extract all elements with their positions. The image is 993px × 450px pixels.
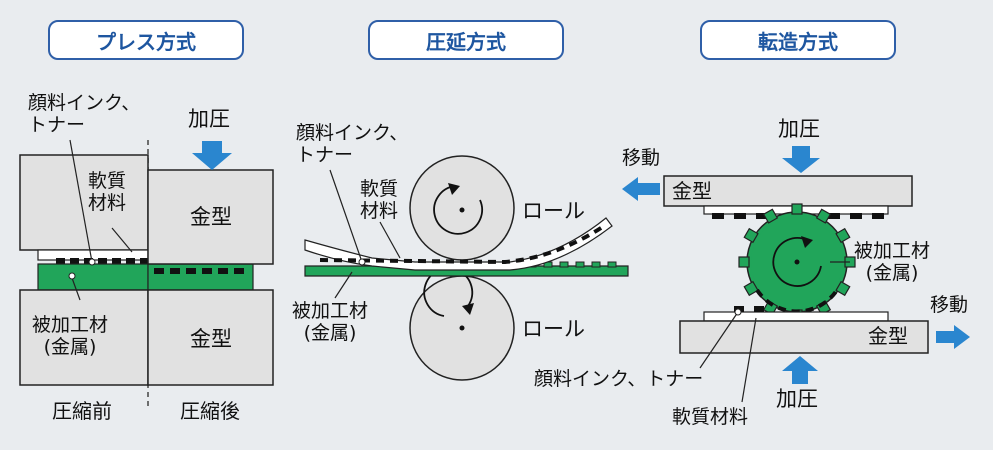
transfer-work-label-line1: 被加工材 xyxy=(854,240,931,262)
rolling-ink-label-line1: 顔料インク、 xyxy=(296,122,409,144)
press-left-ink xyxy=(56,258,148,264)
press-work-label: 被加工材 (金属) xyxy=(32,314,108,358)
transfer-right-move-label: 移動 xyxy=(930,294,969,316)
press-work-label-line1: 被加工材 xyxy=(32,314,109,336)
press-diagram xyxy=(19,139,274,410)
transfer-ink-label: 顔料インク、トナー xyxy=(534,368,704,390)
rolling-work-leader xyxy=(334,271,353,299)
press-work-label-line2: (金属) xyxy=(43,336,97,358)
rolling-soft-leader xyxy=(379,221,401,259)
title-rolling: 圧延方式 xyxy=(368,20,564,60)
press-left-workpiece xyxy=(37,263,149,291)
rolling-work-label: 被加工材 (金属) xyxy=(292,300,368,344)
press-left-top-mold xyxy=(19,154,149,251)
title-transfer: 転造方式 xyxy=(700,20,896,60)
press-soft-label: 軟質 材料 xyxy=(88,170,126,214)
press-right-ink xyxy=(154,268,244,274)
press-soft-leader xyxy=(111,227,133,253)
press-work-leader xyxy=(71,277,81,301)
press-soft-label-line2: 材料 xyxy=(88,192,127,214)
rolling-ink-leader xyxy=(329,169,363,263)
transfer-left-move-label: 移動 xyxy=(622,147,661,169)
press-soft-label-line1: 軟質 xyxy=(88,170,127,192)
transfer-bottom-pressure-arrow xyxy=(782,356,818,384)
press-top-mold-label: 金型 xyxy=(190,205,232,229)
rolling-soft-label: 軟質 材料 xyxy=(360,178,398,222)
rolling-work-label-line2: (金属) xyxy=(303,322,357,344)
rolling-soft-label-line2: 材料 xyxy=(360,200,399,222)
transfer-work-label: 被加工材 (金属) xyxy=(854,240,930,284)
transfer-right-move-arrow xyxy=(936,325,970,349)
press-pressure-arrow xyxy=(192,141,232,170)
rolling-ink-label-line2: トナー xyxy=(296,144,354,166)
press-right-bottom-mold xyxy=(147,289,274,386)
rolling-diagram xyxy=(304,155,629,381)
transfer-bottom-soft xyxy=(703,311,889,322)
rolling-soft-label-line1: 軟質 xyxy=(360,178,399,200)
title-press: プレス方式 xyxy=(48,20,244,60)
press-ink-label-line2: トナー xyxy=(28,114,86,136)
transfer-gear xyxy=(738,203,856,321)
press-after-label: 圧縮後 xyxy=(180,399,240,423)
transfer-top-pressure-label: 加圧 xyxy=(778,117,820,141)
press-left-bottom-mold xyxy=(19,289,149,386)
rolling-work-label-line1: 被加工材 xyxy=(292,300,369,322)
transfer-soft-label: 軟質材料 xyxy=(672,406,749,428)
press-ink-label: 顔料インク、 トナー xyxy=(28,92,140,136)
transfer-top-mold xyxy=(663,175,913,207)
transfer-work-label-line2: (金属) xyxy=(865,262,919,284)
transfer-soft-leader xyxy=(741,317,757,403)
transfer-diagram xyxy=(622,146,970,403)
rolling-bottom-roll-label: ロール xyxy=(522,317,585,341)
rolling-ink xyxy=(319,224,606,265)
press-pressure-label: 加圧 xyxy=(188,107,230,131)
transfer-left-move-arrow xyxy=(622,177,660,201)
press-bottom-mold-label: 金型 xyxy=(190,327,232,351)
press-right-workpiece xyxy=(147,263,254,291)
transfer-bottom-pressure-label: 加圧 xyxy=(776,387,818,411)
rolling-ink-label: 顔料インク、 トナー xyxy=(296,122,408,166)
transfer-top-pressure-arrow xyxy=(782,146,820,173)
transfer-ink-leader xyxy=(699,311,739,369)
transfer-bottom-mold-label: 金型 xyxy=(868,324,908,348)
press-right-top-mold xyxy=(147,169,274,265)
press-before-label: 圧縮前 xyxy=(52,399,112,423)
press-ink-label-line1: 顔料インク、 xyxy=(28,92,141,114)
rolling-top-roll-label: ロール xyxy=(522,199,585,223)
press-ink-leader xyxy=(69,139,93,263)
transfer-top-mold-label: 金型 xyxy=(672,179,712,203)
transfer-top-ink xyxy=(712,213,884,219)
